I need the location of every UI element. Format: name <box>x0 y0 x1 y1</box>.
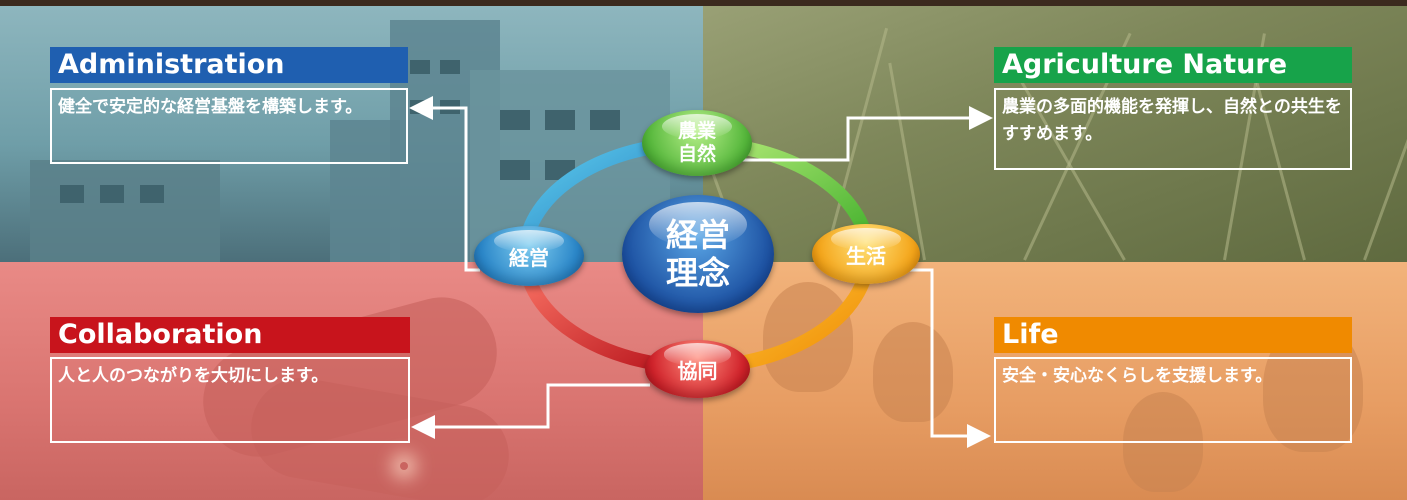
node-kyodo-label: 協同 <box>677 358 718 383</box>
building-photo <box>0 0 703 262</box>
life-title: Life <box>994 317 1352 353</box>
administration-title: Administration <box>50 47 408 83</box>
node-seikatsu: 生活 <box>812 224 920 284</box>
node-kyodo: 協同 <box>645 340 750 398</box>
administration-description: 健全で安定的な経営基盤を構築します。 <box>50 88 408 164</box>
life-description: 安全・安心なくらしを支援します。 <box>994 357 1352 443</box>
node-nogyo-line2: 自然 <box>677 143 716 165</box>
node-nogyo-line1: 農業 <box>677 120 716 142</box>
center-label-line2: 理念 <box>665 254 730 292</box>
agriculture-description: 農業の多面的機能を発揮し、自然との共生をすすめます。 <box>994 88 1352 170</box>
center-philosophy-bubble: 経営理念 <box>622 195 774 313</box>
node-keiei-label: 経営 <box>509 245 549 270</box>
node-keiei: 経営 <box>474 226 584 286</box>
node-seikatsu-label: 生活 <box>846 243 886 268</box>
collaboration-description: 人と人のつながりを大切にします。 <box>50 357 410 443</box>
center-label-line1: 経営 <box>665 216 730 254</box>
agriculture-title: Agriculture Nature <box>994 47 1352 83</box>
top-border <box>0 0 1407 6</box>
collaboration-title: Collaboration <box>50 317 410 353</box>
node-nogyo-shizen: 農業自然 <box>642 110 752 176</box>
